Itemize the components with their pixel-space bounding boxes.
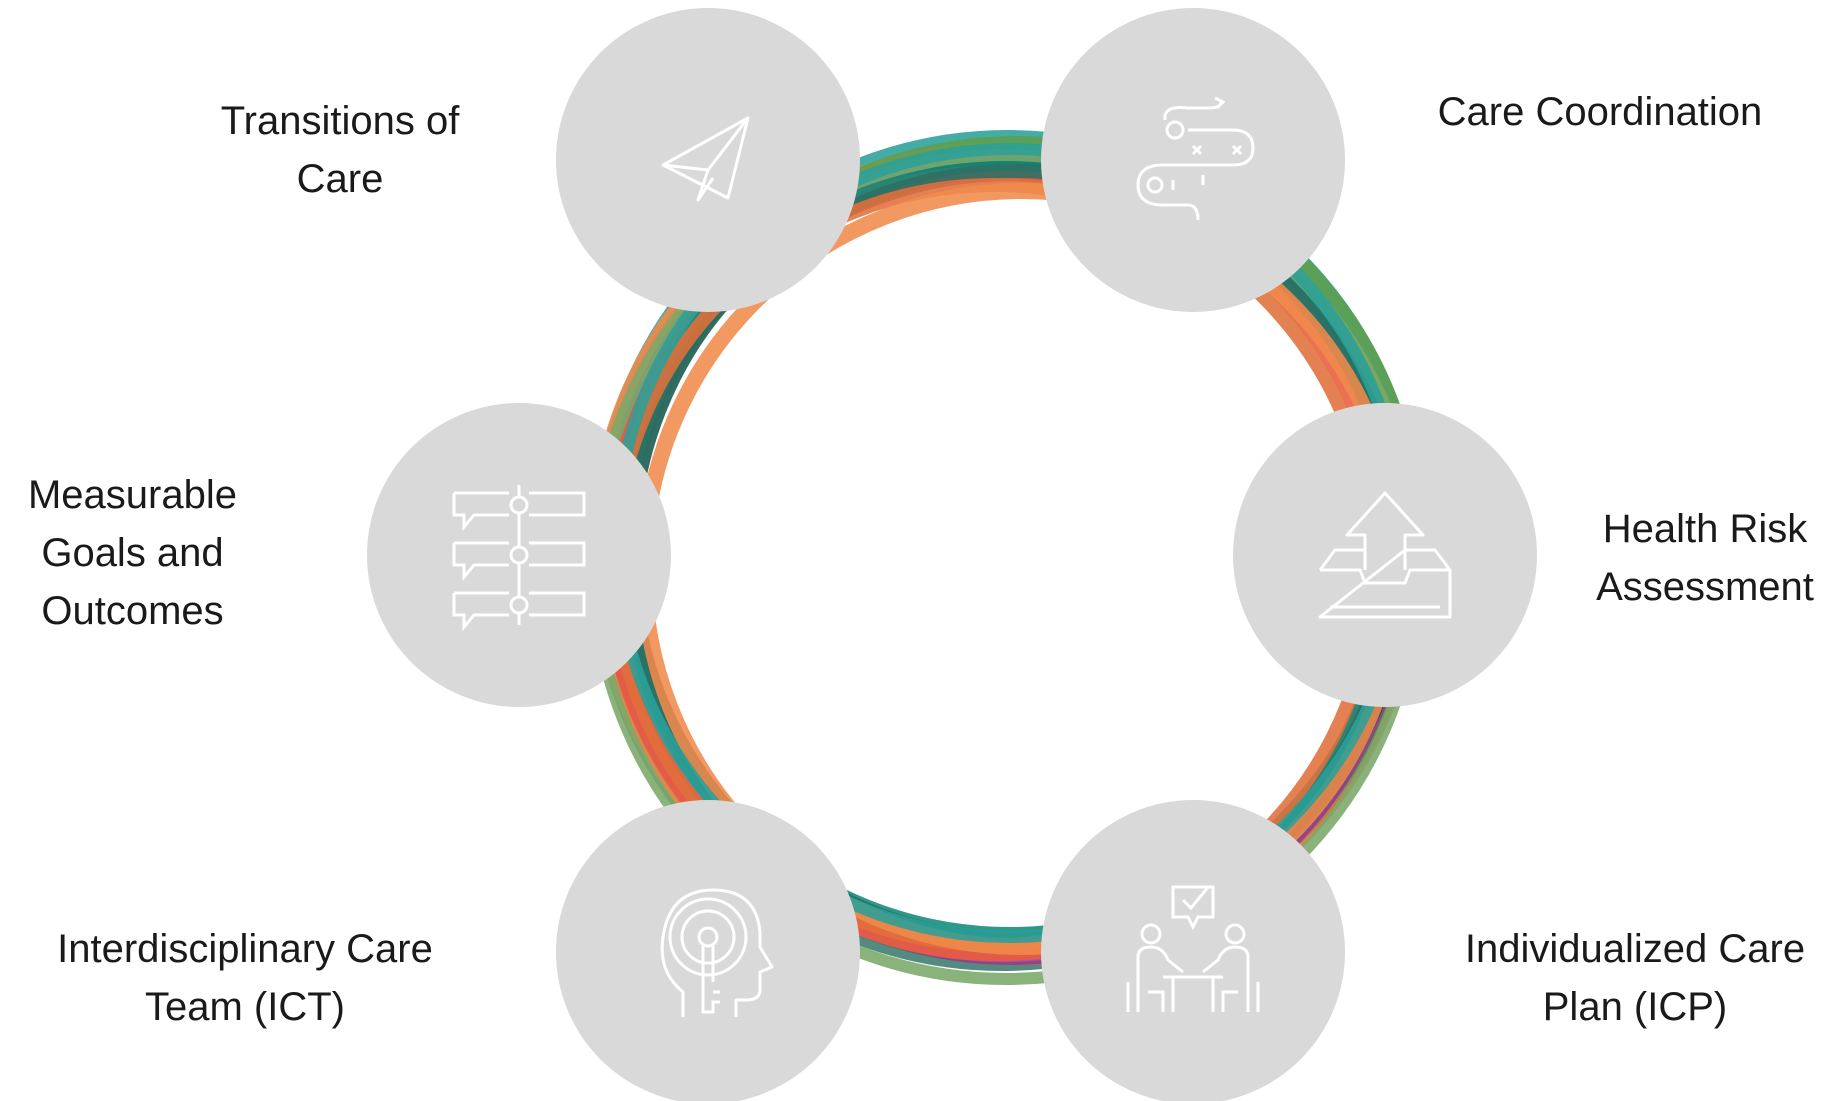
node-care-coordination [1041, 8, 1345, 312]
node-transitions-of-care [556, 8, 860, 312]
paper-plane-icon [661, 116, 750, 202]
node-circle [367, 403, 671, 707]
inbox-upload-icon [1318, 491, 1452, 619]
node-measurable-goals [367, 403, 671, 707]
node-circle [1233, 403, 1537, 707]
node-health-risk-assessment [1233, 403, 1537, 707]
node-circle [1041, 800, 1345, 1101]
head-keyhole-icon [660, 888, 774, 1017]
label-care-coordination: Care Coordination [1437, 90, 1763, 134]
strategy-path-icon [1136, 96, 1255, 221]
timeline-steps-icon [452, 485, 586, 632]
node-individualized-care-plan [1041, 800, 1345, 1101]
node-circle [556, 8, 860, 312]
meeting-checkmark-icon [1126, 885, 1260, 1012]
node-interdisciplinary-care-team [556, 800, 860, 1101]
node-circle [1041, 8, 1345, 312]
node-circle [556, 800, 860, 1101]
